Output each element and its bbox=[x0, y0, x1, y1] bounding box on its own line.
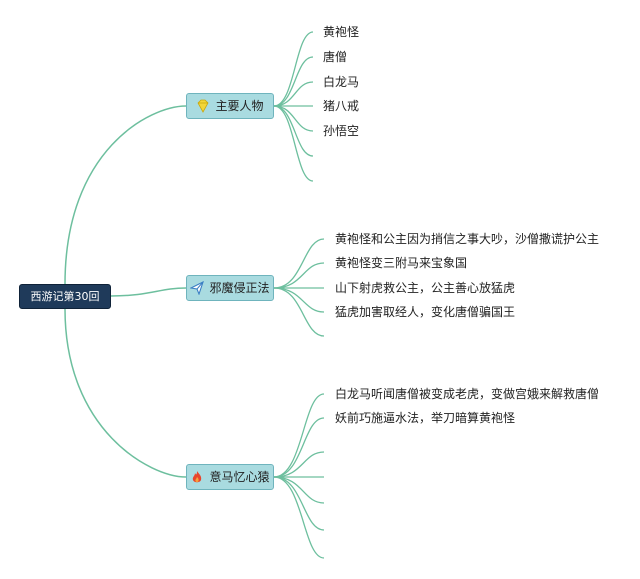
leaf-baoxiang[interactable]: 黄袍怪变三附马来宝象国 bbox=[335, 256, 468, 270]
leaf-zhubajie[interactable]: 猪八戒 bbox=[323, 99, 360, 113]
branch-evil-invades[interactable]: 邪魔侵正法 bbox=[186, 275, 274, 301]
branch-2-fan bbox=[273, 238, 325, 337]
leaf-ambush[interactable]: 妖前巧施逼水法，举刀暗算黄袍怪 bbox=[335, 411, 516, 425]
paper-plane-icon bbox=[190, 281, 205, 295]
branch-1-fan bbox=[273, 31, 314, 182]
leaf-tangseng[interactable]: 唐僧 bbox=[323, 50, 348, 64]
root-node[interactable]: 西游记第30回 bbox=[19, 284, 111, 309]
leaf-white-dragon[interactable]: 白龙马听闻唐僧被变成老虎，变做宫娥来解救唐僧 bbox=[335, 387, 600, 401]
connector-root-branch-2 bbox=[110, 287, 187, 297]
branch-label: 主要人物 bbox=[215, 99, 264, 113]
gem-icon bbox=[196, 99, 210, 113]
leaf-tiger-harm[interactable]: 猛虎加害取经人，变化唐僧骗国王 bbox=[335, 305, 516, 319]
branch-horse-remembers[interactable]: 意马忆心猿 bbox=[186, 464, 274, 490]
leaf-tiger-rescue[interactable]: 山下射虎救公主，公主善心放猛虎 bbox=[335, 281, 516, 295]
connector-root-branch-1 bbox=[64, 105, 187, 285]
leaf-huangpaoguai[interactable]: 黄袍怪 bbox=[323, 25, 360, 39]
root-label: 西游记第30回 bbox=[30, 290, 100, 303]
leaf-bailongma[interactable]: 白龙马 bbox=[323, 75, 360, 89]
fire-icon bbox=[190, 470, 204, 484]
branch-3-fan bbox=[273, 393, 325, 559]
branch-main-characters[interactable]: 主要人物 bbox=[186, 93, 274, 119]
branch-label: 邪魔侵正法 bbox=[209, 281, 270, 295]
leaf-quarrel[interactable]: 黄袍怪和公主因为捎信之事大吵，沙僧撒谎护公主 bbox=[335, 232, 600, 246]
leaf-sunwukong[interactable]: 孙悟空 bbox=[323, 124, 360, 138]
branch-label: 意马忆心猿 bbox=[209, 470, 270, 484]
connector-root-branch-3 bbox=[64, 308, 187, 478]
